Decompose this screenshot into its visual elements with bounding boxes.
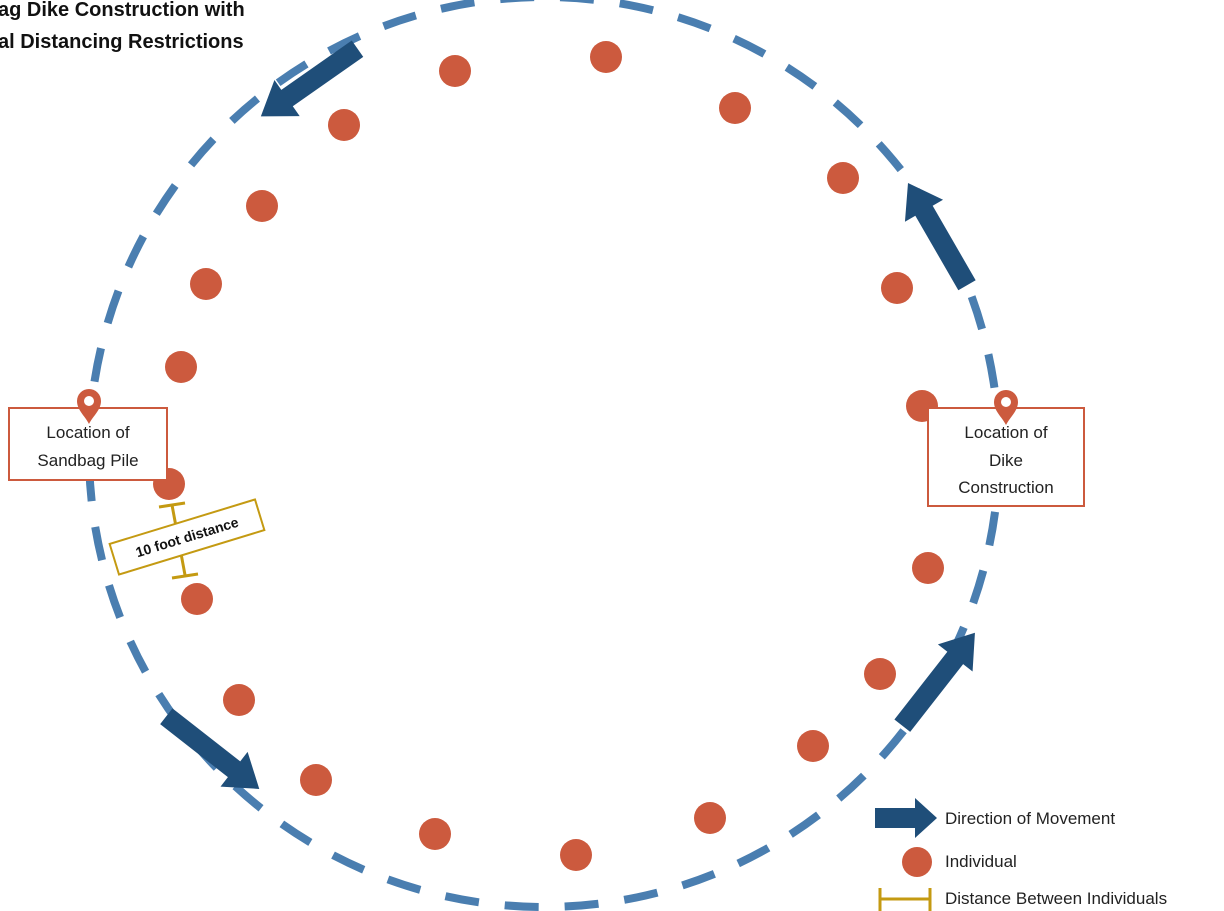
legend-individual-label: Individual — [945, 852, 1017, 871]
diagram-title-line-1: ag Dike Construction with — [0, 0, 245, 21]
legend-arrow-icon — [875, 798, 937, 838]
individual-marker — [881, 272, 913, 304]
individual-marker — [419, 818, 451, 850]
individual-marker — [797, 730, 829, 762]
arrow-icon — [260, 40, 364, 117]
dike-construction-label-line-1: Location of — [964, 423, 1047, 442]
location-sandbag-pile: Location of Sandbag Pile — [8, 389, 168, 481]
individual-marker — [190, 268, 222, 300]
legend-distance-label: Distance Between Individuals — [945, 889, 1167, 908]
individual-marker — [300, 764, 332, 796]
individual-marker — [719, 92, 751, 124]
sandbag-pile-label-line-2: Sandbag Pile — [37, 451, 138, 470]
dike-construction-label-line-3: Construction — [958, 478, 1053, 497]
individual-marker — [912, 552, 944, 584]
individual-marker — [328, 109, 360, 141]
direction-arrows — [160, 40, 976, 789]
individual-marker — [827, 162, 859, 194]
distance-label-box — [108, 498, 266, 576]
map-pin-icon — [77, 389, 101, 424]
individuals-group — [153, 41, 944, 871]
distance-indicator: 10 foot distance — [108, 498, 266, 580]
individual-marker — [694, 802, 726, 834]
individual-marker — [165, 351, 197, 383]
dike-construction-label-line-2: Dike — [989, 451, 1023, 470]
legend-direction-label: Direction of Movement — [945, 809, 1115, 828]
arrow-icon — [894, 632, 975, 732]
arrow-icon — [904, 183, 976, 291]
map-pin-icon — [994, 390, 1018, 425]
individual-marker — [560, 839, 592, 871]
individual-marker — [246, 190, 278, 222]
legend: Direction of Movement Individual Distanc… — [875, 798, 1167, 911]
sandbag-pile-label-line-1: Location of — [46, 423, 129, 442]
individual-marker — [439, 55, 471, 87]
legend-individual-icon — [902, 847, 932, 877]
individual-marker — [590, 41, 622, 73]
diagram-title-line-2: al Distancing Restrictions — [0, 31, 244, 53]
arrow-icon — [160, 708, 260, 789]
individual-marker — [223, 684, 255, 716]
individual-marker — [864, 658, 896, 690]
individual-marker — [181, 583, 213, 615]
location-dike-construction: Location of Dike Construction — [927, 390, 1085, 507]
legend-distance-icon — [878, 888, 932, 911]
